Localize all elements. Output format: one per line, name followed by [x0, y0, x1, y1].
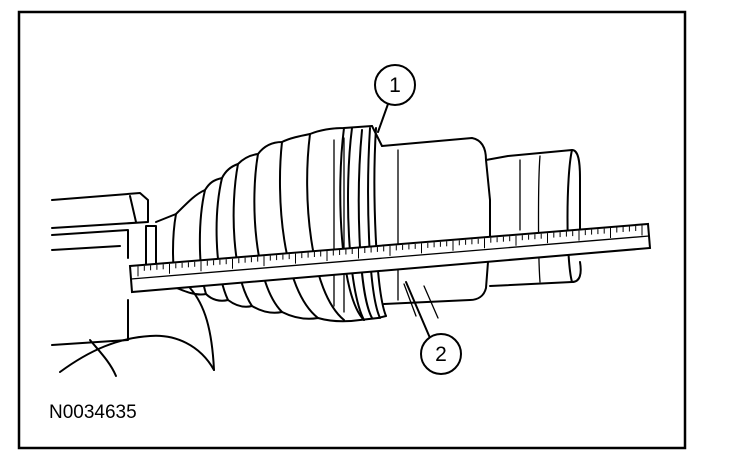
cv-joint-housing	[381, 137, 582, 319]
callout-1-circle	[374, 64, 416, 106]
callout-2-label: 2	[435, 343, 447, 366]
callout-2: 2	[405, 281, 462, 375]
vehicle-structure	[51, 192, 215, 377]
ruler-ticks	[137, 225, 643, 277]
callout-1: 1	[374, 64, 416, 133]
boot-clamp	[333, 125, 387, 321]
callout-1-label: 1	[389, 74, 401, 97]
measuring-ruler	[128, 222, 652, 294]
callout-2-circle	[420, 333, 462, 375]
figure-reference-code: N0034635	[49, 402, 137, 423]
